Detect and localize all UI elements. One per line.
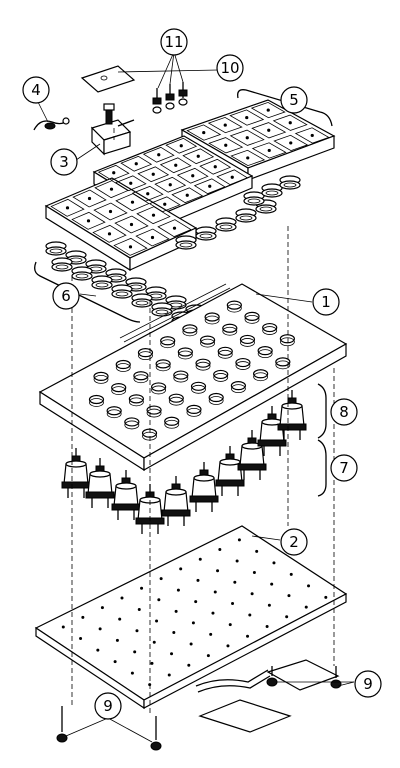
part-2-circuit-board [34, 525, 348, 733]
svg-text:6: 6 [61, 287, 71, 305]
callout-8: 8 [330, 398, 358, 426]
part-4-clip [33, 117, 70, 131]
leader-lines [37, 51, 355, 743]
svg-text:9: 9 [363, 675, 373, 693]
svg-text:2: 2 [289, 533, 299, 551]
svg-text:8: 8 [339, 403, 349, 421]
callout-10: 10 [216, 54, 244, 82]
svg-text:3: 3 [59, 153, 69, 171]
part-1-plate [38, 283, 348, 472]
part-10-plate [80, 65, 136, 93]
svg-text:1: 1 [321, 293, 331, 311]
callout-1: 1 [312, 288, 340, 316]
part-11-screws [152, 82, 188, 114]
callout-7: 7 [330, 454, 358, 482]
callout-2: 2 [280, 528, 308, 556]
svg-text:9: 9 [103, 697, 113, 715]
callout-9-left: 9 [94, 692, 122, 720]
svg-text:4: 4 [31, 81, 41, 99]
part-9-screws [56, 666, 342, 751]
svg-text:10: 10 [220, 59, 239, 77]
callout-6: 6 [52, 282, 80, 310]
part-5-keycaps [44, 99, 336, 272]
part-3-switch [90, 103, 135, 156]
svg-text:7: 7 [339, 459, 349, 477]
callout-11: 11 [160, 28, 188, 56]
svg-text:11: 11 [164, 33, 183, 51]
svg-text:5: 5 [289, 91, 299, 109]
callout-5: 5 [280, 86, 308, 114]
callout-4: 4 [22, 76, 50, 104]
callouts: 1 2 3 4 5 6 7 8 [22, 28, 382, 720]
callout-3: 3 [50, 148, 78, 176]
callout-9-right: 9 [354, 670, 382, 698]
